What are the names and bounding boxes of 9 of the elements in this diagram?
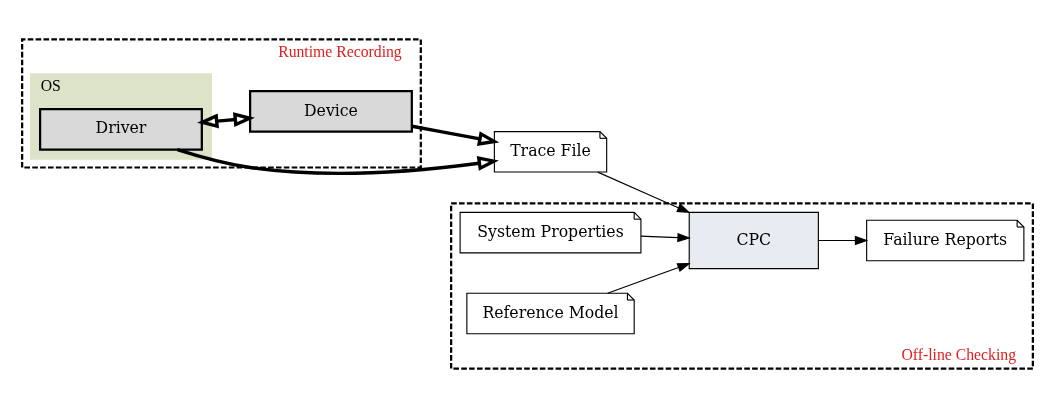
arrow	[197, 112, 255, 129]
node-box: Device	[249, 90, 413, 133]
node-box: Driver	[39, 107, 203, 151]
arrow	[817, 235, 869, 246]
arrow	[597, 171, 691, 214]
arrow	[411, 124, 500, 146]
node-box: CPC	[688, 211, 819, 270]
arrow	[607, 262, 691, 294]
arrow	[640, 232, 691, 243]
